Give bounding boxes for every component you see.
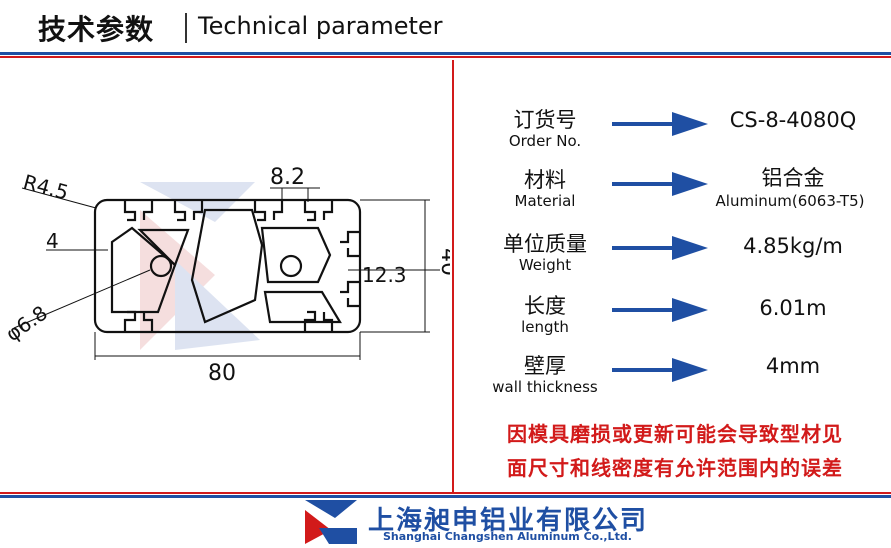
company-logo-icon xyxy=(305,500,357,544)
param-label-en: wall thickness xyxy=(492,378,598,396)
param-value: 4.85kg/m xyxy=(743,234,843,258)
header: 技术参数 Technical parameter xyxy=(0,0,891,55)
arrow-right-icon xyxy=(612,298,708,322)
param-label-cn: 壁厚 xyxy=(524,354,566,378)
wall-label: 4 xyxy=(46,229,59,253)
arrow-right-icon xyxy=(612,172,708,196)
footer-rule-blue xyxy=(0,495,891,498)
param-value-sub: Aluminum(6063-T5) xyxy=(715,192,865,210)
param-value: 铝合金 xyxy=(761,166,825,190)
radius-label: R4.5 xyxy=(21,170,71,205)
param-label-cn: 单位质量 xyxy=(503,232,587,256)
slot-depth-label: 12.3 xyxy=(362,263,407,287)
arrow-right-icon xyxy=(612,112,708,136)
param-row-wall-thickness: 壁厚 wall thickness 4mm xyxy=(480,350,880,406)
param-row-material: 材料 Material 铝合金 Aluminum(6063-T5) xyxy=(480,164,880,220)
param-row-weight: 单位质量 Weight 4.85kg/m xyxy=(480,228,880,284)
param-value: 6.01m xyxy=(759,296,827,320)
param-label-en: Order No. xyxy=(508,132,582,150)
param-row-length: 长度 length 6.01m xyxy=(480,290,880,346)
param-label-en: Weight xyxy=(518,256,572,274)
notice-line-1: 因模具磨损或更新可能会导致型材见 xyxy=(507,422,843,446)
header-rule-red xyxy=(0,56,891,58)
param-label-cn: 长度 xyxy=(524,294,566,318)
profile-drawing-svg: R4.5 8.2 4 40 12.3 φ6.8 80 xyxy=(1,165,461,386)
arrow-right-icon xyxy=(612,358,708,382)
page-title-cn: 技术参数 xyxy=(38,13,155,46)
param-value: 4mm xyxy=(765,354,821,378)
param-row-order-no: 订货号 Order No. CS-8-4080Q xyxy=(480,104,880,160)
header-rule-blue xyxy=(0,52,891,55)
column-divider xyxy=(452,60,454,492)
slot-width-label: 8.2 xyxy=(270,165,305,190)
profile-outline xyxy=(93,198,362,334)
param-label-cn: 订货号 xyxy=(513,108,577,132)
dimension-lines xyxy=(13,187,440,360)
param-label-en: length xyxy=(521,318,569,336)
watermark-logo xyxy=(140,182,260,350)
param-label-cn: 材料 xyxy=(524,168,566,192)
company-name-cn: 上海昶申铝业有限公司 xyxy=(368,506,649,536)
arrow-right-icon xyxy=(612,236,708,260)
width-label: 80 xyxy=(208,361,236,386)
height-label: 40 xyxy=(436,248,450,276)
param-value: CS-8-4080Q xyxy=(729,108,857,132)
param-label-en: Material xyxy=(514,192,576,210)
footer-rule-red xyxy=(0,492,891,494)
page-title-en: Technical parameter xyxy=(198,12,443,40)
hole-label: φ6.8 xyxy=(1,301,52,346)
company-name-en: Shanghai Changshen Aluminum Co.,Ltd. xyxy=(383,530,632,543)
profile-drawing: R4.5 8.2 4 40 12.3 φ6.8 80 xyxy=(0,60,461,490)
notice-line-2: 面尺寸和线密度有允许范围内的误差 xyxy=(507,456,843,480)
title-divider xyxy=(185,13,187,43)
